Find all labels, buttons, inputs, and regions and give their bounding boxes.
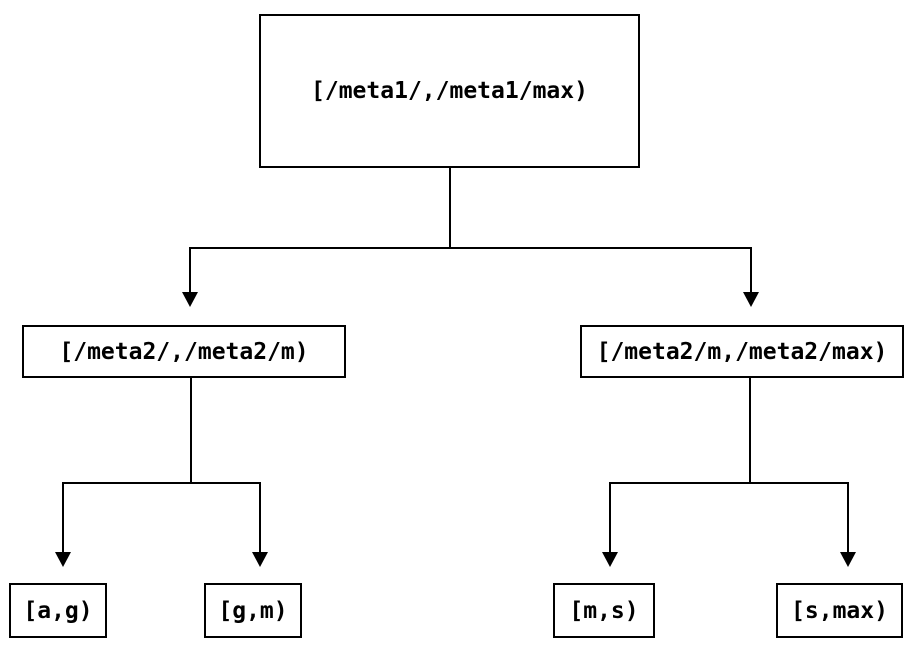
- node-leaf-ag: [a,g): [9, 583, 107, 638]
- connector-right-bar: [609, 482, 849, 484]
- connector-right-drop-2: [847, 482, 849, 553]
- node-leaf-gm: [g,m): [204, 583, 302, 638]
- arrow-down-icon: [743, 292, 759, 307]
- connector-level1-bar: [189, 247, 752, 249]
- connector-right-drop-1: [609, 482, 611, 553]
- arrow-down-icon: [55, 552, 71, 567]
- arrow-down-icon: [182, 292, 198, 307]
- node-leaf-ms: [m,s): [553, 583, 655, 638]
- arrow-down-icon: [840, 552, 856, 567]
- connector-root-stem: [449, 168, 451, 248]
- node-root: [/meta1/,/meta1/max): [259, 14, 640, 168]
- connector-level1-left-drop: [189, 247, 191, 293]
- connector-left-stem: [190, 378, 192, 484]
- node-leaf-smax: [s,max): [776, 583, 903, 638]
- connector-left-drop-1: [62, 482, 64, 553]
- node-level2-left: [/meta2/,/meta2/m): [22, 325, 346, 378]
- node-level2-right: [/meta2/m,/meta2/max): [580, 325, 904, 378]
- arrow-down-icon: [252, 552, 268, 567]
- connector-left-drop-2: [259, 482, 261, 553]
- connector-level1-right-drop: [750, 247, 752, 293]
- arrow-down-icon: [602, 552, 618, 567]
- connector-right-stem: [749, 378, 751, 484]
- connector-left-bar: [62, 482, 261, 484]
